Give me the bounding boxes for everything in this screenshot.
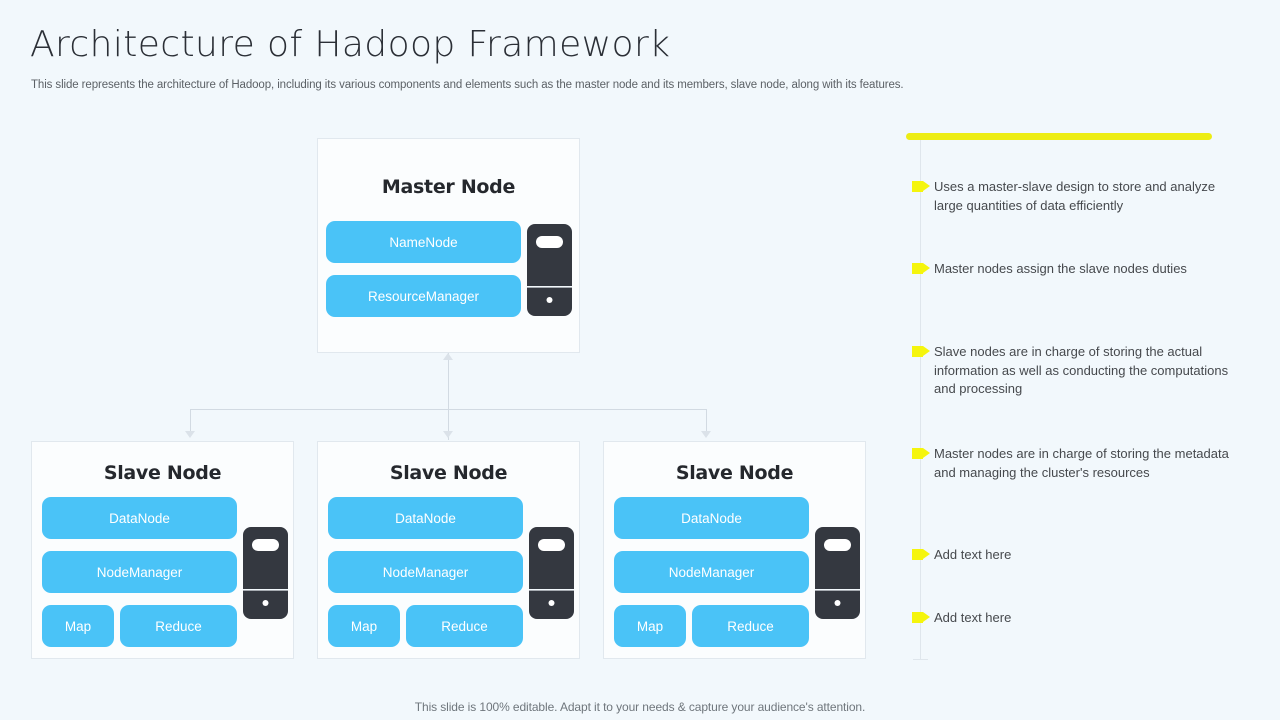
feature-bullet-text-6: Add text here bbox=[934, 610, 1012, 625]
slave-1-component-datanode[interactable]: DataNode bbox=[42, 497, 237, 539]
feature-bullet-5[interactable]: Add text here bbox=[912, 546, 1234, 565]
bullet-rail bbox=[920, 140, 921, 660]
bullet-arrow-icon bbox=[912, 263, 930, 274]
page-subtitle: This slide represents the architecture o… bbox=[31, 79, 904, 91]
server-tower-icon bbox=[243, 527, 288, 619]
connector-arrow-down-slave-2 bbox=[443, 431, 453, 438]
master-component-resourcemanager[interactable]: ResourceManager bbox=[326, 275, 521, 317]
connector-branch-right bbox=[706, 409, 707, 432]
server-tower-icon bbox=[529, 527, 574, 619]
server-tower-icon bbox=[527, 224, 572, 316]
bullet-arrow-icon bbox=[912, 549, 930, 560]
connector-arrow-up-to-master bbox=[443, 353, 453, 360]
slave-3-component-nodemanager[interactable]: NodeManager bbox=[614, 551, 809, 593]
bullet-arrow-icon bbox=[912, 346, 930, 357]
slave-1-component-nodemanager[interactable]: NodeManager bbox=[42, 551, 237, 593]
feature-bullet-text-2: Master nodes assign the slave nodes duti… bbox=[934, 261, 1187, 276]
bullet-arrow-icon bbox=[912, 181, 930, 192]
bullet-arrow-icon bbox=[912, 612, 930, 623]
slave-2-component-datanode[interactable]: DataNode bbox=[328, 497, 523, 539]
page-title: Architecture of Hadoop Framework bbox=[30, 24, 671, 65]
master-component-namenode[interactable]: NameNode bbox=[326, 221, 521, 263]
slave-node-box-2[interactable]: Slave Node DataNode NodeManager Map Redu… bbox=[317, 441, 580, 659]
slave-2-component-nodemanager[interactable]: NodeManager bbox=[328, 551, 523, 593]
connector-master-stem bbox=[448, 353, 449, 440]
master-node-title: Master Node bbox=[381, 176, 516, 198]
feature-bullet-text-5: Add text here bbox=[934, 547, 1012, 562]
slave-node-title-2: Slave Node bbox=[389, 462, 508, 484]
slave-node-title-3: Slave Node bbox=[675, 462, 794, 484]
slave-2-task-map[interactable]: Map bbox=[328, 605, 400, 647]
bullet-arrow-icon bbox=[912, 448, 930, 459]
connector-arrow-down-slave-1 bbox=[185, 431, 195, 438]
slave-1-task-map[interactable]: Map bbox=[42, 605, 114, 647]
feature-bullet-3[interactable]: Slave nodes are in charge of storing the… bbox=[912, 343, 1234, 399]
master-node-box[interactable]: Master Node NameNode ResourceManager bbox=[317, 138, 580, 353]
feature-bullet-4[interactable]: Master nodes are in charge of storing th… bbox=[912, 445, 1234, 482]
slave-2-task-reduce[interactable]: Reduce bbox=[406, 605, 523, 647]
connector-horizontal-bus bbox=[190, 409, 706, 410]
slave-3-component-datanode[interactable]: DataNode bbox=[614, 497, 809, 539]
slave-node-box-3[interactable]: Slave Node DataNode NodeManager Map Redu… bbox=[603, 441, 866, 659]
slave-3-task-reduce[interactable]: Reduce bbox=[692, 605, 809, 647]
slave-3-task-map[interactable]: Map bbox=[614, 605, 686, 647]
feature-bullet-text-4: Master nodes are in charge of storing th… bbox=[934, 446, 1229, 480]
feature-bullet-2[interactable]: Master nodes assign the slave nodes duti… bbox=[912, 260, 1234, 279]
server-tower-icon bbox=[815, 527, 860, 619]
connector-branch-left bbox=[190, 409, 191, 432]
feature-bullet-6[interactable]: Add text here bbox=[912, 609, 1234, 628]
feature-bullet-text-3: Slave nodes are in charge of storing the… bbox=[934, 344, 1229, 397]
feature-bullet-1[interactable]: Uses a master-slave design to store and … bbox=[912, 178, 1234, 215]
slave-node-box-1[interactable]: Slave Node DataNode NodeManager Map Redu… bbox=[31, 441, 294, 659]
accent-bar bbox=[906, 133, 1212, 140]
slave-node-title-1: Slave Node bbox=[103, 462, 222, 484]
connector-arrow-down-slave-3 bbox=[701, 431, 711, 438]
bullet-rail-foot bbox=[913, 659, 928, 660]
feature-bullet-text-1: Uses a master-slave design to store and … bbox=[934, 179, 1216, 213]
slave-1-task-reduce[interactable]: Reduce bbox=[120, 605, 237, 647]
footer-note: This slide is 100% editable. Adapt it to… bbox=[414, 700, 866, 714]
